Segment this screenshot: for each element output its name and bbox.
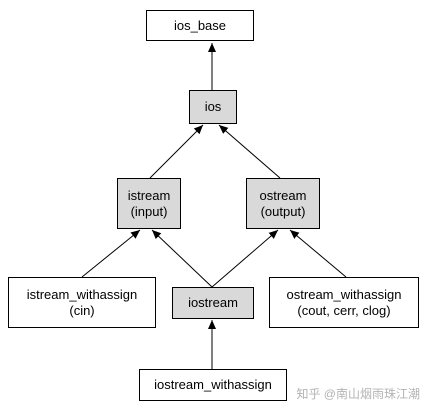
node-ios: ios — [189, 90, 237, 124]
node-ostream-withassign: ostream_withassign (cout, cerr, clog) — [269, 277, 419, 328]
node-label: istream_withassign — [26, 286, 138, 302]
node-ostream: ostream (output) — [246, 178, 320, 229]
node-istream: istream (input) — [117, 178, 181, 229]
edge-iostream-to-ostream — [211, 229, 279, 288]
edge-ostream-to-ios — [218, 124, 281, 179]
node-sublabel: (output) — [260, 203, 306, 219]
edge-istream-to-ios — [149, 124, 204, 179]
edge-iostream-to-istream — [151, 229, 213, 288]
watermark-text: 知乎 @南山烟雨珠江潮 — [296, 387, 420, 401]
node-label: iostream_withassign — [154, 377, 272, 392]
node-sublabel: (input) — [130, 203, 168, 219]
node-iostream-withassign: iostream_withassign — [139, 369, 287, 401]
node-sublabel: (cin) — [69, 302, 95, 318]
node-istream-withassign: istream_withassign (cin) — [8, 277, 156, 328]
node-label: ios_base — [173, 17, 227, 33]
node-label: ios — [204, 99, 222, 114]
node-label: iostream — [188, 295, 238, 310]
node-label: ostream_withassign — [286, 286, 402, 302]
edge-istream-withassign-to-istream — [81, 229, 141, 278]
node-ios-base: ios_base — [146, 10, 254, 41]
node-iostream: iostream — [172, 287, 254, 319]
edge-ostream-withassign-to-ostream — [289, 229, 347, 278]
node-label: ostream — [259, 187, 307, 203]
node-label: istream — [127, 187, 171, 203]
node-sublabel: (cout, cerr, clog) — [297, 302, 391, 318]
